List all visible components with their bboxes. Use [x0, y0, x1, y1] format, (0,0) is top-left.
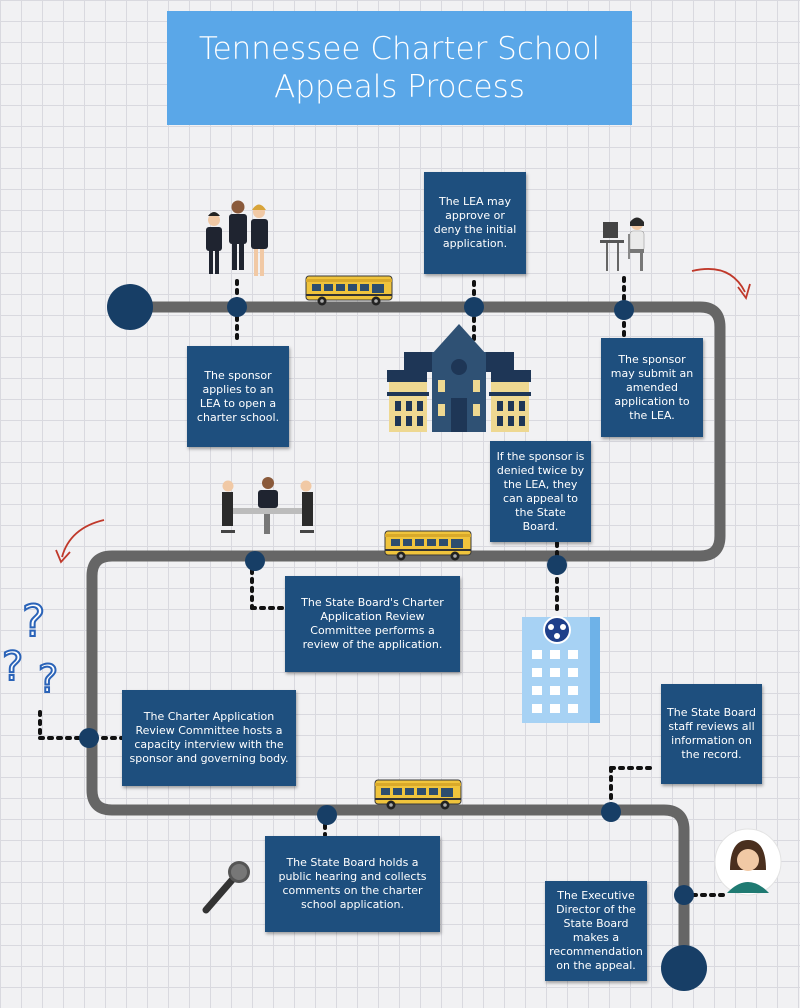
- step-sponsor-applies: The sponsor applies to an LEA to open a …: [187, 346, 289, 447]
- school-bus-icon: [305, 275, 393, 306]
- svg-text:?: ?: [38, 657, 58, 701]
- step-executive-recommendation: The Executive Director of the State Boar…: [545, 881, 647, 981]
- step-public-hearing: The State Board holds a public hearing a…: [265, 836, 440, 932]
- start-node: [107, 284, 153, 330]
- road-path: [86, 301, 726, 974]
- woman-avatar-icon: [714, 828, 782, 896]
- school-building-icon: [387, 324, 531, 432]
- step-lea-decision: The LEA may approve or deny the initial …: [424, 172, 526, 274]
- business-people-icon: [206, 200, 268, 276]
- state-building-icon: [522, 616, 600, 723]
- step-staff-review: The State Board staff reviews all inform…: [661, 684, 762, 784]
- curved-arrow-icon: [55, 268, 751, 564]
- step-appeal-to-state-board: If the sponsor is denied twice by the LE…: [490, 441, 591, 542]
- page-title-line1: Tennessee Charter School: [198, 31, 601, 67]
- svg-text:?: ?: [2, 644, 23, 690]
- step-review-committee: The State Board's Charter Application Re…: [285, 576, 460, 672]
- question-marks-icon: ? ? ?: [1, 595, 59, 702]
- meeting-table-icon: [221, 477, 314, 534]
- page-title: Tennessee Charter School Appeals Process: [167, 11, 632, 125]
- page-title-line2: Appeals Process: [274, 69, 525, 105]
- woman-at-desk-icon: [600, 217, 645, 271]
- step-nodes: [79, 297, 694, 905]
- svg-text:?: ?: [22, 596, 45, 647]
- end-node: [661, 945, 707, 991]
- step-capacity-interview: The Charter Application Review Committee…: [122, 690, 296, 786]
- microphone-icon: [202, 861, 250, 914]
- step-amended-application: The sponsor may submit an amended applic…: [601, 338, 703, 437]
